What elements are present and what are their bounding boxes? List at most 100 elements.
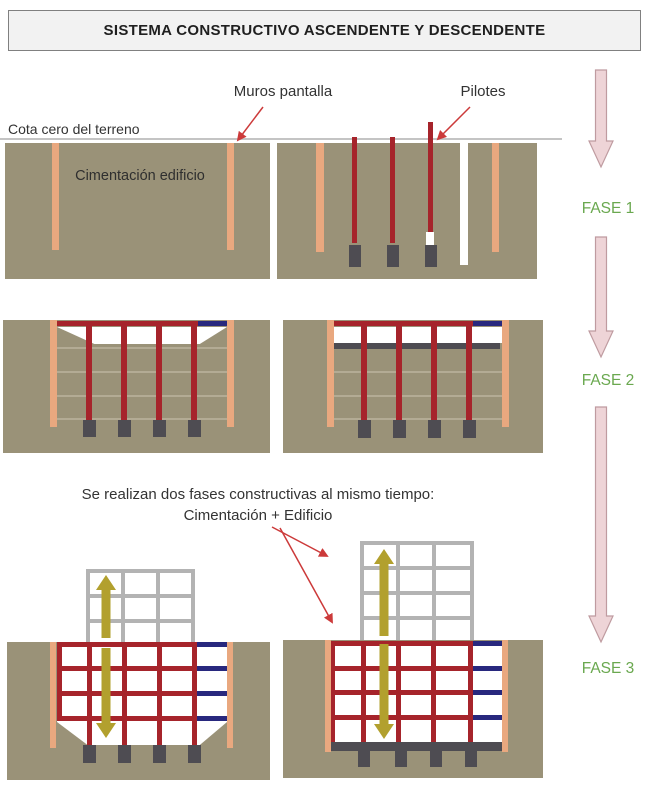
muro-pantalla-wall [325, 640, 331, 752]
muro-pantalla-wall [50, 642, 56, 748]
building-frame-column [470, 541, 474, 640]
basement-beam-red [331, 715, 471, 720]
future-floor-line [57, 395, 227, 397]
pile-footing [188, 420, 201, 437]
column-red [431, 641, 436, 742]
pile-footing [358, 420, 371, 438]
fase3-left-diagram [7, 569, 270, 780]
pilote-pile [390, 137, 395, 243]
simultaneous-phases-line1: Se realizan dos fases constructivas al m… [81, 486, 435, 503]
column-red [191, 321, 197, 420]
pile-footing [349, 245, 361, 267]
basement-slab [330, 343, 500, 349]
basement-beam-blue [471, 641, 502, 646]
basement-beam-blue [197, 642, 227, 647]
column-red [361, 641, 366, 742]
cimentacion-edificio-label: Cimentación edificio [75, 168, 205, 184]
deck-beam-blue [198, 321, 227, 326]
column-red [156, 321, 162, 420]
fase2-left-diagram [3, 320, 270, 453]
muro-pantalla-wall [227, 320, 234, 427]
pile-footing [463, 420, 476, 438]
pile-footing [387, 245, 399, 267]
building-frame-floor [360, 541, 474, 545]
pile-footing [393, 420, 406, 438]
muro-pantalla-wall [227, 642, 233, 748]
future-floor-line [57, 347, 227, 349]
column-red [192, 642, 197, 746]
fase-3-down-arrow-icon [588, 406, 614, 644]
excavation-area [334, 327, 502, 343]
fase-1-down-arrow-icon [588, 69, 614, 169]
muro-pantalla-wall [316, 143, 324, 252]
muros-pantalla-label: Muros pantalla [233, 83, 333, 100]
column-red [431, 321, 437, 420]
pile-footing [425, 245, 437, 267]
cota-cero-label: Cota cero del terreno [8, 121, 140, 137]
foundation-slab [331, 742, 502, 751]
pilotes-label: Pilotes [460, 83, 506, 100]
deck-beam-blue [473, 321, 502, 326]
building-frame-floor [86, 619, 195, 623]
column-red [468, 641, 473, 742]
building-frame-column [360, 541, 364, 640]
pile-footing [153, 420, 166, 437]
basement-beam-blue [471, 666, 502, 671]
column-red [57, 642, 62, 720]
fase3-right-diagram [283, 541, 543, 778]
basement-area [57, 642, 227, 722]
pile-footing [465, 751, 477, 767]
basement-beam-blue [197, 666, 227, 671]
fase-1-label: FASE 1 [581, 200, 635, 217]
ground-level-line [0, 138, 562, 140]
fase-2-label: FASE 2 [581, 372, 635, 389]
future-floor-line [334, 418, 502, 420]
deck-beam-red [57, 321, 198, 326]
pilotes-pointer-arrow-icon [436, 106, 471, 141]
building-frame-floor [360, 591, 474, 595]
column-red [396, 321, 402, 420]
simultaneous-phases-text: Se realizan dos fases constructivas al m… [28, 484, 488, 526]
basement-beam-red [57, 691, 197, 696]
future-floor-line [334, 371, 502, 373]
basement-beam-red [57, 716, 197, 721]
pile-footing [153, 745, 166, 763]
column-red [122, 642, 127, 746]
title-bar: SISTEMA CONSTRUCTIVO ASCENDENTE Y DESCEN… [8, 10, 641, 51]
basement-beam-blue [471, 715, 502, 720]
basement-beam-red [57, 642, 197, 647]
pile-footing [118, 745, 131, 763]
column-red [86, 321, 92, 420]
building-frame-column [191, 569, 195, 642]
building-frame-floor [360, 566, 474, 570]
muros-pantalla-pointer-arrow-icon [236, 106, 264, 142]
excavation-slot [460, 143, 468, 265]
muro-pantalla-wall [50, 320, 57, 427]
future-floor-line [334, 395, 502, 397]
ground-block [5, 143, 270, 279]
future-floor-line [57, 418, 227, 420]
basement-beam-red [57, 666, 197, 671]
column-red [361, 321, 367, 420]
building-frame-floor [86, 594, 195, 598]
pile-footing [118, 420, 131, 437]
deck-beam-red [334, 321, 473, 326]
basement-beam-red [331, 641, 471, 646]
future-floor-line [57, 371, 227, 373]
column-red [466, 321, 472, 420]
fase1-right-diagram [277, 122, 537, 279]
pile-footing [83, 745, 96, 763]
column-red [157, 642, 162, 746]
pile-footing [428, 420, 441, 438]
column-red [396, 641, 401, 742]
simultaneous-phases-line2: Cimentación + Edificio [183, 507, 333, 524]
pile-footing [188, 745, 201, 763]
column-red [87, 642, 92, 746]
building-frame-column [432, 541, 436, 640]
muro-pantalla-wall [502, 320, 509, 427]
basement-beam-red [331, 690, 471, 695]
muro-pantalla-wall [492, 143, 499, 252]
building-frame-column [121, 569, 125, 642]
building-frame-column [156, 569, 160, 642]
